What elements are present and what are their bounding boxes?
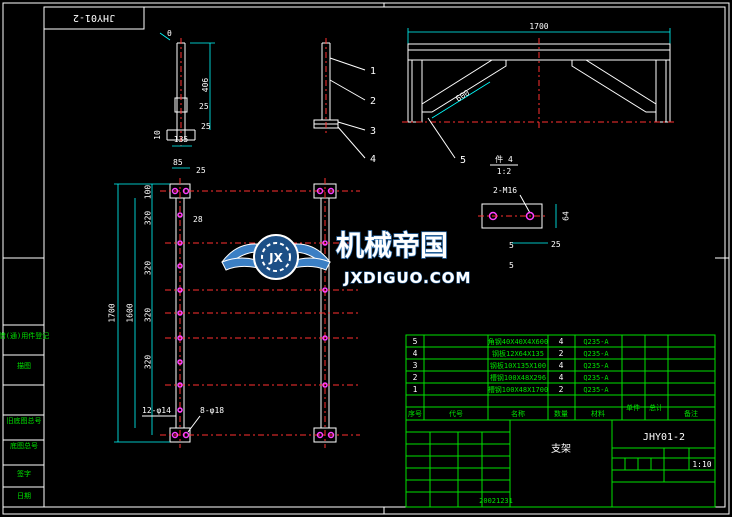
dim-320d: 320 (144, 355, 153, 370)
bom-row-1-qty: 2 (559, 349, 564, 358)
callout-1: 1 (370, 66, 376, 77)
bom-header-2: 名称 (511, 409, 525, 418)
bom-row-4-name: 槽钢100X48X1700 (488, 385, 548, 394)
bom-row-1-no: 4 (413, 349, 418, 358)
front-frame-view: 1700 600 5 (402, 22, 676, 166)
callout-3: 3 (370, 126, 376, 137)
plate-holes-label: 2-M16 (493, 186, 517, 195)
dim-320a: 320 (144, 211, 153, 226)
side-label-3: 底图总号 (10, 441, 38, 450)
side-label-2: 旧底图总号 (7, 416, 42, 425)
dim-320b: 320 (144, 261, 153, 276)
plate-5a: 5 (509, 241, 514, 250)
plate-64: 64 (562, 211, 571, 221)
bom-row-2-name: 钢板10X135X100 (490, 361, 546, 370)
bom-header-5: 单件 (626, 403, 640, 412)
bom-row-0-qty: 4 (559, 337, 564, 346)
dim-overall-width: 1700 (529, 22, 548, 31)
drawing-scale: 1:10 (692, 460, 711, 469)
dim-25a: 25 (199, 102, 209, 111)
drawing-code-top: JHY01-2 (73, 12, 115, 23)
bom-row-3-material: Q235-A (583, 374, 609, 382)
code-box-top (43, 6, 145, 30)
watermark-cn: 机械帝国 (336, 229, 448, 262)
side-view-mark: θ (167, 29, 172, 38)
callout-5: 5 (460, 155, 466, 166)
bom-row-2-qty: 4 (559, 361, 564, 370)
plate-5b: 5 (509, 261, 514, 270)
dim-28: 28 (193, 215, 203, 224)
bom-row-2-no: 3 (413, 361, 418, 370)
bom-row-1-material: Q235-A (583, 350, 609, 358)
bom-row-3-name: 槽钢100X48X296 (490, 373, 546, 382)
dim-inner-height: 1600 (126, 303, 135, 322)
bom-row-4-no: 1 (413, 385, 418, 394)
profile-view: 1 2 3 4 (313, 38, 376, 165)
plan-view: 85 25 (108, 158, 360, 448)
holes-left-label: 12-φ14 (142, 406, 171, 415)
dim-135: 135 (174, 135, 189, 144)
bom-header-0: 序号 (408, 409, 422, 418)
bom-row-0-material: Q235-A (583, 338, 609, 346)
dim-320c: 320 (144, 308, 153, 323)
side-label-1: 描图 (17, 361, 31, 370)
side-label-5: 日期 (17, 492, 31, 500)
dim-25c: 25 (196, 166, 206, 175)
bom-row-1-name: 钢板12X64X135 (492, 349, 544, 358)
bom-row-0-name: 角钢40X40X4X600 (488, 337, 548, 346)
part4-detail: 件 4 1:2 2-M16 64 25 5 5 (478, 154, 571, 270)
dim-diag-600: 600 (454, 88, 471, 103)
drawing-date: 20021231 (479, 497, 513, 505)
bom-table: 5 角钢40X40X4X600 4 Q235-A 4 钢板12X64X135 2… (405, 334, 716, 421)
bom-header-3: 数量 (554, 409, 568, 418)
title-block: 支架 JHY01-2 1:10 20021231 (405, 419, 716, 508)
holes-right-label: 8-φ18 (200, 406, 224, 415)
dim-25b: 25 (201, 122, 211, 131)
plate-25: 25 (551, 240, 561, 249)
dim-top-height: 406 (201, 78, 210, 93)
side-label-strip: 借(通)用件登记 描图 旧底图总号 底图总号 签字 日期 (0, 324, 49, 508)
bom-header-7: 备注 (684, 409, 698, 418)
bom-row-4-material: Q235-A (583, 386, 609, 394)
dim-10: 10 (153, 130, 162, 140)
dim-overall-height: 1700 (108, 303, 117, 322)
part4-scale: 1:2 (497, 167, 512, 176)
bom-row-3-no: 2 (413, 373, 418, 382)
bom-header-6: 总计 (649, 403, 663, 412)
bom-header-4: 材料 (591, 409, 605, 418)
part4-label: 件 4 (495, 154, 513, 164)
bom-row-4-qty: 2 (559, 385, 564, 394)
side-label-4: 签字 (17, 469, 31, 478)
watermark-en: JXDIGUO.COM (343, 269, 471, 287)
watermark-logo: JX 机械帝国 JXDIGUO.COM (221, 228, 471, 288)
dim-100: 100 (144, 185, 153, 200)
callout-2: 2 (370, 96, 376, 107)
drawing-title: 支架 (551, 443, 571, 455)
side-label-0: 借(通)用件登记 (0, 331, 49, 340)
dim-85: 85 (173, 158, 183, 167)
logo-emblem-mark: JX (268, 251, 283, 265)
callout-4: 4 (370, 154, 376, 165)
bom-header-1: 代号 (449, 409, 463, 418)
side-view: 406 25 25 10 135 θ (153, 29, 215, 147)
bom-row-3-qty: 4 (559, 373, 564, 382)
bom-row-0-no: 5 (413, 337, 418, 346)
drawing-code-block: JHY01-2 (643, 432, 685, 443)
bom-row-2-material: Q235-A (583, 362, 609, 370)
